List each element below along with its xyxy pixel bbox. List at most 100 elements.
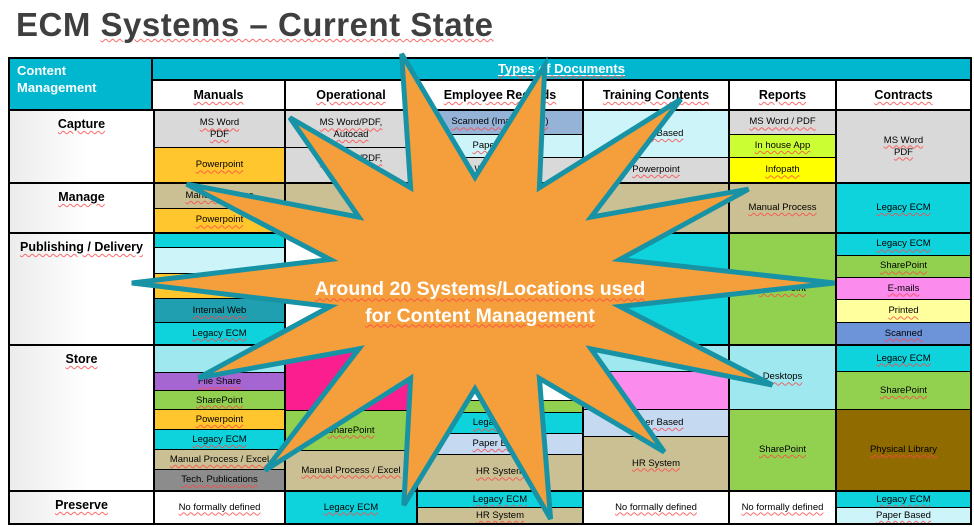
cell-label: No formally defined <box>741 501 824 513</box>
table-cell: Paper Based <box>837 507 970 523</box>
column-manuals: No formally defined <box>153 492 284 523</box>
column-header-label: Contracts <box>874 88 933 102</box>
table-cell: Legacy ECM <box>837 346 970 372</box>
cell-label: Powerpoint <box>195 159 244 171</box>
table-header: Content Management Types of Documents Ma… <box>10 59 970 109</box>
column-employee <box>416 234 582 344</box>
table-cell: Manual Process <box>730 184 835 232</box>
cell-label: Scanned (Image, PDF) <box>451 116 549 128</box>
table-cell: SharePoint <box>837 254 970 277</box>
title-prefix: ECM <box>16 6 101 43</box>
cell-label: Legacy ECM <box>876 493 931 505</box>
column-training <box>582 184 728 232</box>
band-label-underline: Types of Documents <box>498 61 625 77</box>
row-label-capture: Capture <box>10 111 153 182</box>
table-cell: No formally defined <box>584 492 728 523</box>
row-label-text: Capture <box>57 117 106 131</box>
column-contracts: Legacy ECM <box>835 184 970 232</box>
cell-label: No formally defined <box>178 501 261 513</box>
cell-label: Manual Process <box>185 189 254 201</box>
table-cell <box>286 234 416 344</box>
table-cell: In house App <box>730 133 835 158</box>
table-cell: MS Word PDF <box>837 111 970 182</box>
table-row-capture: Capture MS Word PDF Powerpoint MS Word/PDF,… <box>10 109 970 182</box>
cell-label: Physical Library <box>869 444 938 456</box>
table-cell: Infopath <box>730 157 835 182</box>
table-cell: Legacy ECM <box>837 184 970 232</box>
column-header-contracts: Contracts <box>835 81 970 109</box>
table-cell: File Share <box>155 372 284 391</box>
table-cell: SharePoint <box>730 234 835 344</box>
cell-label: Legacy ECM <box>876 238 931 250</box>
cell-label: HR System <box>631 457 681 469</box>
row-label-publishing: Publishing / Delivery <box>10 234 153 344</box>
cell-label: SharePoint <box>195 394 243 406</box>
cell-label: Legacy ECM <box>192 433 247 445</box>
cell-label: Legacy ECM <box>323 501 379 513</box>
table-cell <box>418 234 582 344</box>
types-of-documents-band: Types of Documents <box>153 59 970 79</box>
column-contracts: MS Word PDF <box>835 111 970 182</box>
table-cell: Scanned (Image, PDF) <box>418 111 582 134</box>
table-cell: Paper Based <box>418 433 582 454</box>
cell-label: Manual Process / Excel <box>169 453 270 465</box>
table-cell <box>286 184 416 232</box>
column-contracts: Legacy ECM Paper Based <box>835 492 970 523</box>
table-cell <box>418 399 582 413</box>
column-header-employee: Employee Records <box>416 81 582 109</box>
table-cell: HR System <box>584 435 728 490</box>
cell-label: MS Word PDF <box>199 117 240 141</box>
table-cell: MS Word PDF <box>155 111 284 148</box>
table-cell: Powerpoint <box>155 207 284 232</box>
cell-label: Manual Process / Excel <box>301 464 401 476</box>
table-cell: Manual Process <box>155 184 284 208</box>
table-cell: No formally defined <box>155 492 284 523</box>
table-cell <box>155 234 284 248</box>
table-cell: Tech. Publications <box>155 469 284 490</box>
table-cell: SharePoint <box>837 371 970 410</box>
row-label-preserve: Preserve <box>10 492 153 523</box>
table-cell <box>584 346 728 372</box>
table-cell: Powerpoint <box>155 147 284 182</box>
table-cell <box>155 247 284 273</box>
cell-label: Legacy ECM <box>472 493 528 505</box>
column-reports: No formally defined <box>728 492 835 523</box>
table-cell: Paper Based <box>418 133 582 158</box>
cell-label: Manual Process <box>748 202 817 214</box>
table-cell: Legacy ECM <box>155 322 284 345</box>
cell-label: No formally defined <box>615 501 697 513</box>
table-cell: Internal Web <box>155 298 284 323</box>
cell-label: Printed <box>888 305 919 317</box>
cell-label: MS Word PDF <box>883 134 924 158</box>
table-cell: Printed <box>837 299 970 323</box>
column-header-label: Reports <box>758 88 807 102</box>
cell-label: Legacy ECM <box>876 202 931 214</box>
column-header-label: Manuals <box>193 88 244 102</box>
cell-label: Paper Based <box>472 437 528 449</box>
ecm-matrix-table: Content Management Types of Documents Ma… <box>8 57 972 525</box>
table-cell: Word, Excel <box>418 157 582 182</box>
table-cell: MS Word/PDF, Autocad <box>286 147 416 182</box>
table-cell: Legacy ECM <box>418 492 582 508</box>
cell-label: Powerpoint <box>195 413 244 425</box>
column-header-reports: Reports <box>728 81 835 109</box>
cell-label: SharePoint <box>758 443 806 455</box>
table-cell: SharePoint <box>155 390 284 410</box>
table-cell: No formally defined <box>730 492 835 523</box>
cell-label: Infopath <box>765 164 800 176</box>
row-label-text: Store <box>65 352 98 366</box>
table-cell: Desktops <box>730 346 835 409</box>
table-cell <box>155 272 284 299</box>
cell-label: Paper Based <box>628 128 684 140</box>
table-cell: SharePoint <box>730 408 835 490</box>
